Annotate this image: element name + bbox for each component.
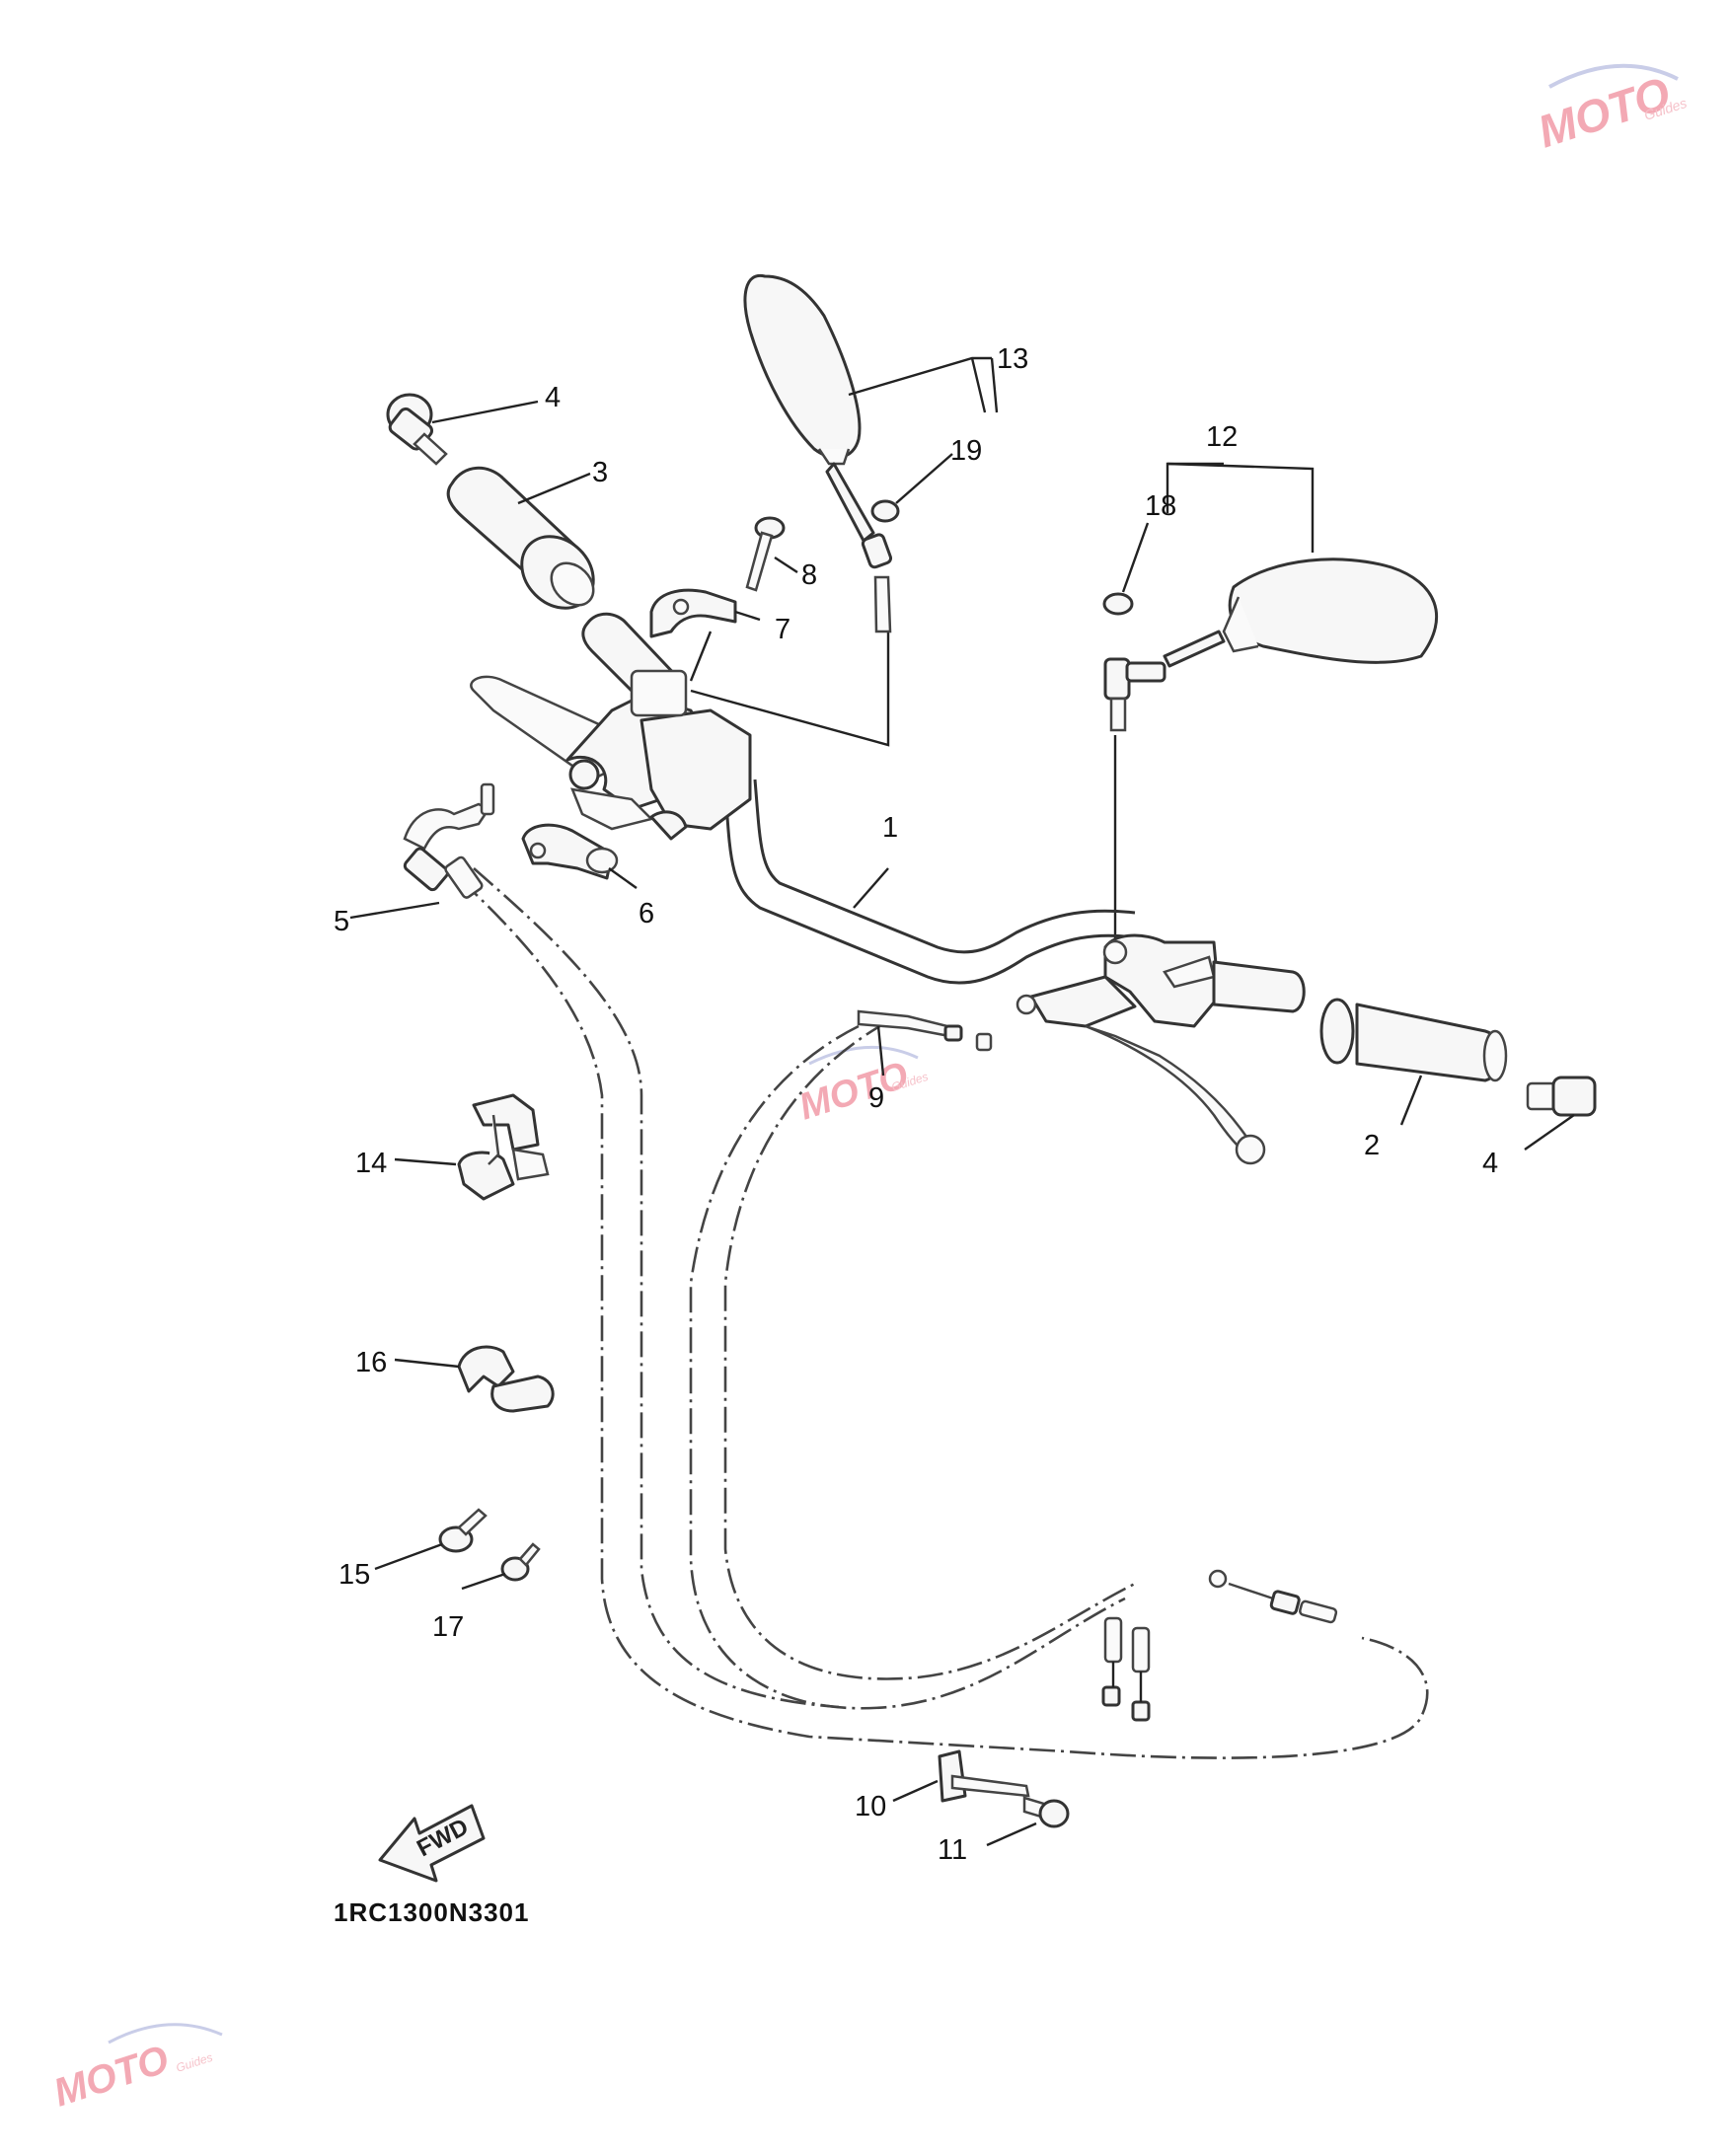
callout-18: 18: [1145, 490, 1176, 522]
callout-3: 3: [592, 457, 608, 488]
fwd-arrow: FWD: [378, 1804, 486, 1883]
throttle-cable-2: [723, 1019, 1136, 1680]
watermark-sub: Guides: [175, 2050, 214, 2075]
watermark-top-right: MOTO Guides: [1532, 63, 1689, 158]
clamp-6: [521, 823, 619, 880]
watermark-brand: MOTO: [48, 2038, 174, 2116]
callout-labels: 1 2 3 4 4 5 6 7 8 9 10 11 12 13 14 15 16…: [334, 343, 1498, 1866]
callout-17: 17: [432, 1611, 464, 1643]
watermark-bottom-left: MOTO Guides: [48, 2023, 223, 2116]
cable-guide-14: [457, 1093, 550, 1201]
callout-9: 9: [868, 1082, 884, 1114]
screw-11: [1022, 1796, 1070, 1828]
grip-end-left: [386, 393, 448, 466]
clutch-cable: [458, 877, 1429, 1759]
mirror-leader-left: [690, 632, 890, 747]
callout-7: 7: [775, 614, 790, 645]
callout-1: 1: [882, 812, 898, 844]
cable-clamp-16: [457, 1345, 555, 1413]
band-15: [438, 1508, 488, 1553]
watermark-center: MOTO Guides: [794, 1045, 930, 1129]
callout-10: 10: [855, 1791, 886, 1822]
clutch-cable-2: [473, 867, 840, 1709]
holder-10: [938, 1749, 1030, 1803]
clutch-lever-assembly: [470, 669, 752, 841]
callout-16: 16: [355, 1347, 387, 1378]
callout-19: 19: [950, 435, 982, 467]
bar-end-right: [1212, 960, 1306, 1013]
brake-lever-assembly: [1015, 933, 1266, 1165]
callout-12: 12: [1206, 421, 1238, 453]
leader-lines: [349, 356, 1575, 1847]
diagram-code: 1RC1300N3301: [334, 1897, 529, 1927]
callout-8: 8: [801, 559, 817, 591]
grip-right: [1319, 998, 1508, 1082]
callout-4-left: 4: [545, 382, 561, 413]
callout-2: 2: [1364, 1130, 1380, 1161]
hose-9: [857, 1009, 993, 1052]
callout-13: 13: [997, 343, 1028, 375]
callout-4-right: 4: [1482, 1148, 1498, 1179]
throttle-cable-1: [689, 1024, 1126, 1710]
grip-end-right: [1526, 1076, 1597, 1117]
bolt-8: [745, 516, 786, 592]
mirror-13: [743, 273, 900, 633]
throttle-cable-ends: [1101, 1616, 1151, 1722]
cable-adjuster-5: [403, 782, 495, 899]
handlebar: [723, 779, 1136, 985]
grip-left: [446, 466, 595, 610]
clutch-cable-end: [1208, 1569, 1338, 1624]
clamp-7: [649, 588, 737, 638]
callout-15: 15: [338, 1559, 370, 1591]
callout-6: 6: [639, 898, 654, 929]
callout-14: 14: [355, 1148, 387, 1179]
band-17: [500, 1542, 541, 1582]
mirror-12: [1102, 558, 1439, 732]
callout-11: 11: [938, 1834, 967, 1866]
callout-5: 5: [334, 906, 349, 937]
